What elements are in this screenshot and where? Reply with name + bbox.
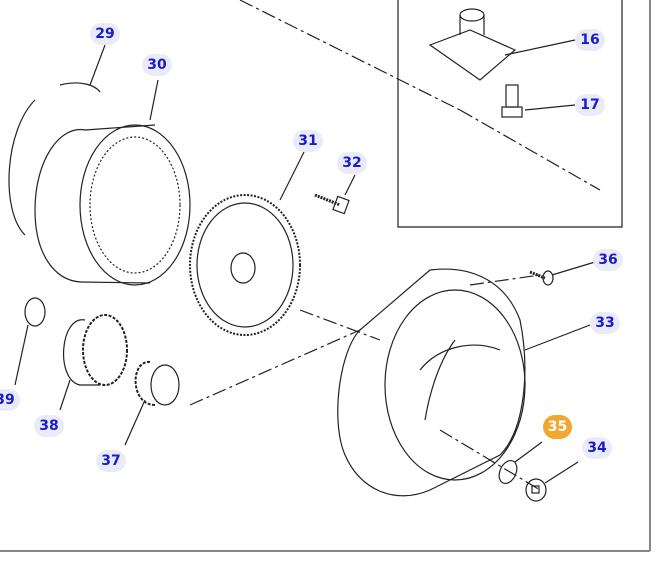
callout-32[interactable]: 32 (337, 152, 367, 174)
callout-16[interactable]: 16 (575, 29, 605, 51)
part-37-bearing (124, 360, 180, 446)
part-36-screw (529, 261, 596, 286)
callout-30[interactable]: 30 (142, 54, 172, 76)
part-31-gear-plate (189, 149, 306, 336)
axis-lines (189, 0, 601, 491)
part-29-snap-ring (8, 44, 106, 236)
part-30-ring-gear (34, 79, 191, 286)
callout-39[interactable]: 39 (0, 389, 20, 411)
part-38-gear (59, 314, 128, 411)
part-32-bolt (314, 174, 356, 215)
part-34-plug (525, 461, 579, 502)
callout-31[interactable]: 31 (293, 130, 323, 152)
part-39-ring (14, 297, 46, 386)
callout-33[interactable]: 33 (590, 312, 620, 334)
part-33-housing (337, 268, 591, 497)
callout-36[interactable]: 36 (593, 249, 623, 271)
part-17-bolt (501, 84, 576, 118)
part-16-cap (428, 8, 576, 81)
frame (0, 0, 651, 552)
inset-box (397, 0, 623, 228)
part-35-o-ring (498, 441, 543, 484)
callout-38[interactable]: 38 (34, 415, 64, 437)
callout-34[interactable]: 34 (582, 437, 612, 459)
callout-37[interactable]: 37 (96, 450, 126, 472)
callout-35[interactable]: 35 (543, 415, 572, 439)
callout-17[interactable]: 17 (575, 94, 605, 116)
callout-29[interactable]: 29 (90, 23, 120, 45)
